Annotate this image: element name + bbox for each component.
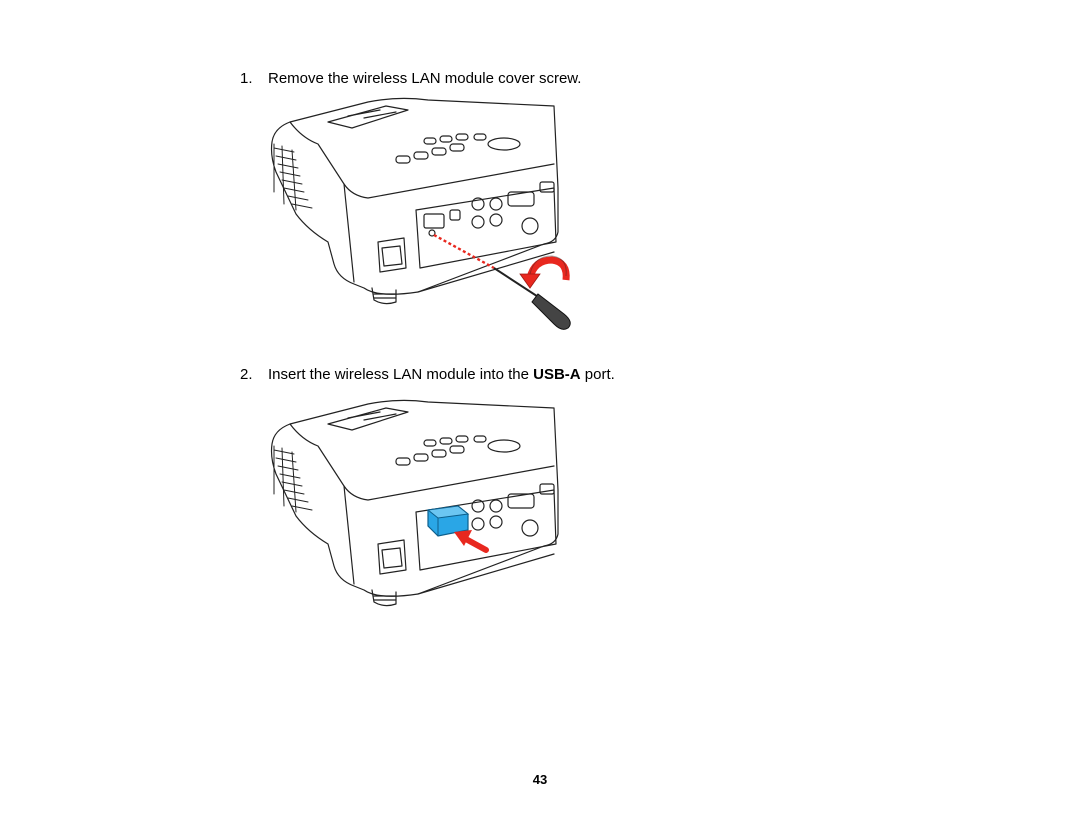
step-2: 2. Insert the wireless LAN module into t…	[240, 366, 615, 384]
projector-body	[270, 97, 559, 295]
usb-a-port-label: USB-A	[533, 366, 581, 383]
insert-arrow-icon	[454, 530, 489, 553]
step-2-text-before: Insert the wireless LAN module into the	[268, 366, 534, 383]
wireless-lan-module-icon	[426, 505, 470, 537]
control-buttons	[395, 133, 521, 164]
projector-insert-module-illustration	[270, 399, 559, 607]
step-1: 1. Remove the wireless LAN module cover …	[240, 70, 581, 88]
screw-path-line	[433, 233, 495, 270]
screw-icon	[428, 229, 436, 237]
step-2-number: 2.	[240, 366, 253, 383]
projector-remove-screw-illustration	[270, 97, 571, 330]
projector-body	[270, 399, 559, 597]
page-number: 43	[532, 772, 548, 787]
step-2-text-after: port.	[580, 366, 615, 383]
step-2-text: Insert the wireless LAN module into the …	[268, 366, 615, 384]
counterclockwise-arrow-icon	[519, 255, 570, 289]
screwdriver-icon	[493, 267, 571, 330]
control-buttons	[395, 435, 521, 466]
step-1-number: 1.	[240, 70, 253, 87]
step-1-text: Remove the wireless LAN module cover scr…	[268, 70, 582, 87]
